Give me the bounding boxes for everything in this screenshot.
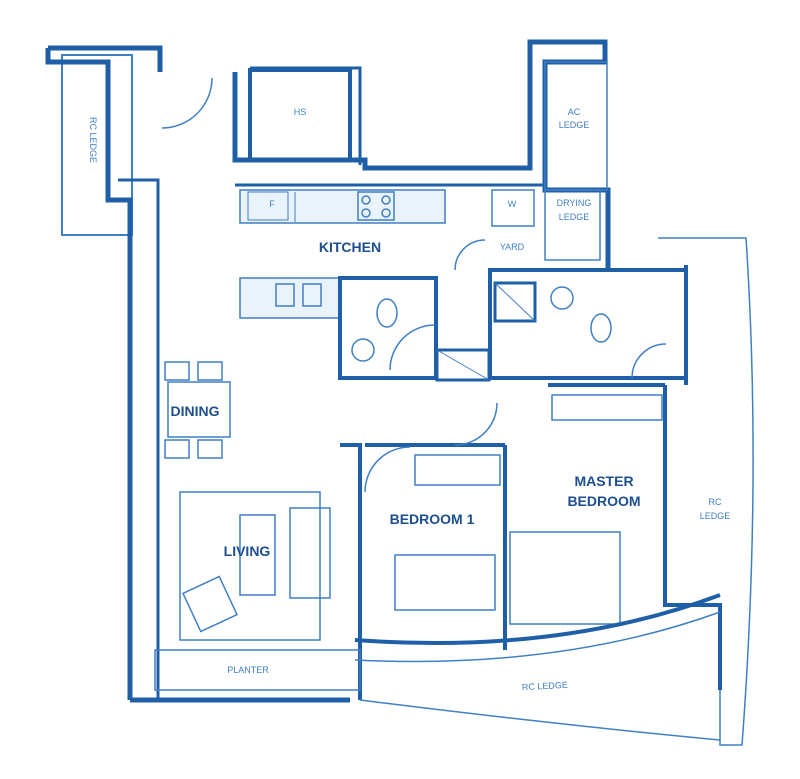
door-swing-icon xyxy=(161,77,667,493)
label-rc-ledge-bottom: RC LEDGE xyxy=(522,680,568,692)
rc-ledge-right xyxy=(658,237,754,746)
label-yard: YARD xyxy=(500,242,525,252)
rc-ledge-left xyxy=(61,54,133,236)
kitchen-area xyxy=(239,189,446,319)
drying-ledge xyxy=(544,189,601,261)
label-ac-line2: LEDGE xyxy=(559,120,590,130)
living-area xyxy=(179,491,321,641)
sink-icon xyxy=(275,283,322,307)
room-label-bedroom1: BEDROOM 1 xyxy=(390,511,475,527)
label-hs: HS xyxy=(294,107,307,117)
label-rc-line1: RC xyxy=(709,497,722,507)
toilet-icon xyxy=(376,298,612,343)
label-rc-line2: LEDGE xyxy=(700,511,731,521)
master-bathroom xyxy=(488,268,688,380)
room-label-kitchen: KITCHEN xyxy=(319,239,381,255)
dining-set-icon xyxy=(164,361,231,459)
label-drying-line2: LEDGE xyxy=(559,212,590,222)
label-drying-line1: DRYING xyxy=(557,198,592,208)
label-rc-ledge-left: RC LEDGE xyxy=(88,117,98,163)
sofa-icon xyxy=(289,507,331,599)
room-label-master-line1: MASTER xyxy=(574,473,633,489)
label-w: W xyxy=(508,199,517,209)
exterior-walls xyxy=(45,39,722,703)
bedroom1-walls xyxy=(365,443,507,650)
rc-ledge-bottom xyxy=(354,593,721,741)
room-label-master-line2: BEDROOM xyxy=(567,493,640,509)
bed-icon xyxy=(394,554,496,611)
wardrobe-icon xyxy=(414,454,501,486)
common-bathroom xyxy=(338,276,438,380)
washer-icon xyxy=(491,189,535,227)
label-f: F xyxy=(269,199,275,209)
planter xyxy=(154,649,361,691)
label-planter: PLANTER xyxy=(227,665,269,675)
basin-icon xyxy=(351,286,574,362)
shower-icon xyxy=(493,281,537,323)
room-label-dining: DINING xyxy=(171,403,220,419)
bed-icon xyxy=(509,531,621,625)
household-shelter xyxy=(248,68,352,162)
room-label-living: LIVING xyxy=(224,543,271,559)
hob-icon xyxy=(357,191,395,221)
label-ac-line1: AC xyxy=(568,107,581,117)
armchair-icon xyxy=(182,575,238,633)
fridge-icon xyxy=(247,191,289,221)
shower-icon xyxy=(435,348,491,382)
wardrobe-icon xyxy=(551,394,663,421)
